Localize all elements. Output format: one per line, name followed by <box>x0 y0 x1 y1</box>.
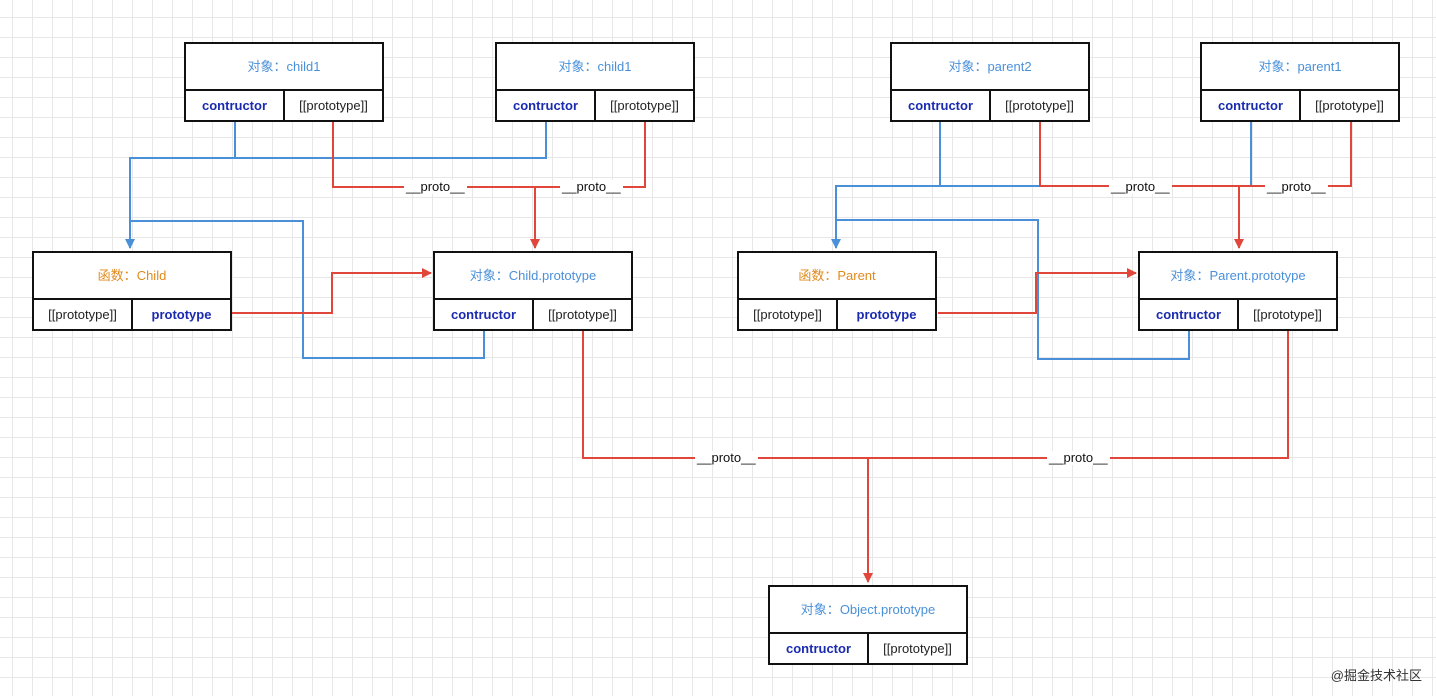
prototype-slot-cell: [[prototype]] <box>739 300 838 329</box>
box-name: Child <box>136 268 167 283</box>
edge-parentproto-constructor <box>836 219 1190 360</box>
constructor-cell: contructor <box>770 634 869 663</box>
object-box-child1: 对象：child1 contructor [[prototype]] <box>495 42 695 122</box>
constructor-cell: contructor <box>497 91 596 120</box>
prototype-slot-cell: [[prototype]] <box>610 98 679 113</box>
prototype-property-cell: prototype <box>151 307 212 322</box>
box-title: 对象：parent1 <box>1202 44 1398 91</box>
object-box-parent-prototype: 对象：Parent.prototype contructor [[prototy… <box>1138 251 1338 331</box>
box-name: Child.prototype <box>508 268 597 283</box>
proto-label: __proto__ <box>560 179 623 194</box>
box-title: 函数：Child <box>34 253 230 300</box>
watermark: @掘金技术社区 <box>1330 668 1422 683</box>
box-name: parent2 <box>987 59 1032 74</box>
box-title: 对象：child1 <box>186 44 382 91</box>
box-name: Parent <box>837 268 876 283</box>
box-kind: 对象： <box>558 59 598 74</box>
box-title: 对象：parent2 <box>892 44 1088 91</box>
box-kind: 对象： <box>469 268 509 283</box>
constructor-cell: contructor <box>1202 91 1301 120</box>
box-name: parent1 <box>1297 59 1342 74</box>
object-box-child1: 对象：child1 contructor [[prototype]] <box>184 42 384 122</box>
edge-parent2-constructor <box>831 120 941 249</box>
object-box-parent2: 对象：parent2 contructor [[prototype]] <box>890 42 1090 122</box>
constructor-cell: contructor <box>435 300 534 329</box>
prototype-slot-cell: [[prototype]] <box>883 641 952 656</box>
proto-label: __proto__ <box>695 450 758 465</box>
edge-parentproto-proto <box>868 330 1289 459</box>
box-kind: 对象： <box>247 59 287 74</box>
object-box-child-prototype: 对象：Child.prototype contructor [[prototyp… <box>433 251 633 331</box>
box-kind: 函数： <box>97 268 137 283</box>
box-kind: 对象： <box>1170 268 1210 283</box>
constructor-cell: contructor <box>892 91 991 120</box>
edge-child1a-constructor <box>125 120 236 249</box>
prototype-property-cell: prototype <box>856 307 917 322</box>
proto-label: __proto__ <box>1109 179 1172 194</box>
prototype-slot-cell: [[prototype]] <box>548 307 617 322</box>
edge-childproto-constructor <box>130 220 485 359</box>
function-box-parent: 函数：Parent [[prototype]] prototype <box>737 251 937 331</box>
edge-parent1-constructor <box>940 120 1252 187</box>
function-box-child: 函数：Child [[prototype]] prototype <box>32 251 232 331</box>
proto-label: __proto__ <box>404 179 467 194</box>
proto-label: __proto__ <box>1265 179 1328 194</box>
constructor-cell: contructor <box>186 91 285 120</box>
box-kind: 对象： <box>800 602 840 617</box>
edge-child1b-constructor <box>235 120 547 159</box>
prototype-slot-cell: [[prototype]] <box>299 98 368 113</box>
box-name: child1 <box>286 59 321 74</box>
prototype-slot-cell: [[prototype]] <box>34 300 133 329</box>
box-title: 对象：child1 <box>497 44 693 91</box>
box-name: child1 <box>597 59 632 74</box>
object-box-object-prototype: 对象：Object.prototype contructor [[prototy… <box>768 585 968 665</box>
edge-child-prototype <box>232 268 432 314</box>
box-title: 对象：Object.prototype <box>770 587 966 634</box>
edge-parent-prototype <box>938 268 1137 314</box>
edge-parent1-proto <box>1239 120 1352 187</box>
object-box-parent1: 对象：parent1 contructor [[prototype]] <box>1200 42 1400 122</box>
box-title: 对象：Child.prototype <box>435 253 631 300</box>
box-kind: 函数： <box>798 268 838 283</box>
edge-child1b-proto <box>535 120 646 188</box>
prototype-slot-cell: [[prototype]] <box>1005 98 1074 113</box>
box-title: 函数：Parent <box>739 253 935 300</box>
box-kind: 对象： <box>1258 59 1298 74</box>
proto-label: __proto__ <box>1047 450 1110 465</box>
prototype-slot-cell: [[prototype]] <box>1253 307 1322 322</box>
box-name: Object.prototype <box>839 602 936 617</box>
box-kind: 对象： <box>948 59 988 74</box>
box-title: 对象：Parent.prototype <box>1140 253 1336 300</box>
prototype-slot-cell: [[prototype]] <box>1315 98 1384 113</box>
box-name: Parent.prototype <box>1209 268 1306 283</box>
constructor-cell: contructor <box>1140 300 1239 329</box>
